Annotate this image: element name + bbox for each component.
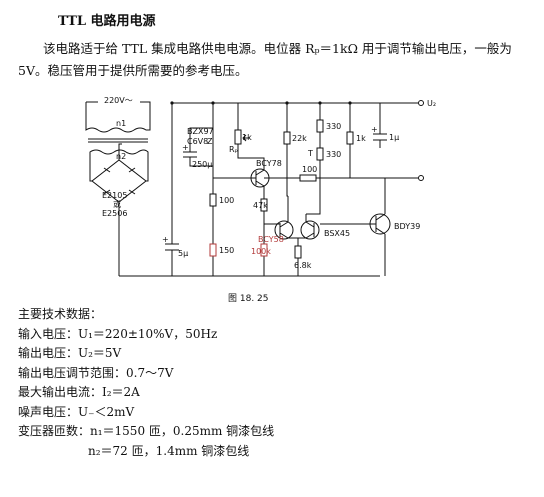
cap-1u-value: 1μ	[389, 133, 399, 142]
resistor-1k	[346, 131, 354, 145]
transformer-primary	[85, 115, 151, 133]
resistor-47k	[260, 198, 268, 212]
spec-max-current: 最大输出电流：I₂＝2A	[18, 385, 140, 399]
zener-part: BZX97	[187, 127, 214, 136]
output-terminal-top	[418, 100, 424, 106]
resistor-100-left	[209, 193, 217, 207]
pot-bottom-wire	[237, 144, 250, 159]
resistor-330-top	[316, 119, 324, 133]
pin-t-label: T	[307, 149, 313, 158]
output-voltage-label: U₂	[427, 99, 436, 108]
resistor-1k-label: 1k	[356, 134, 366, 143]
pot-value: 1k	[242, 133, 252, 142]
resistor-330-bottom-label: 330	[326, 150, 341, 159]
bridge-plus-wire	[118, 143, 122, 160]
transformer-secondary-label: n2	[116, 152, 126, 161]
bcy58-label: BCY58	[258, 235, 284, 244]
circuit-schematic: 220V～ n1 n2 E2105 或 E2506 U₂ + 5μ BZX97 …	[85, 96, 436, 277]
cap-1u-plus: +	[371, 125, 378, 134]
transistor-bsx45	[300, 220, 320, 240]
cap-250u-plus: +	[182, 143, 189, 152]
cap-250u-value: 250μ	[192, 160, 212, 169]
page-title: TTL 电路用电源	[58, 14, 156, 29]
resistor-150	[209, 243, 217, 257]
r22k-wire	[286, 103, 288, 197]
spec-turns-n1: 变压器匝数：n₁＝1550 匝，0.25mm 铜漆包线	[18, 424, 275, 438]
bdy39-leads	[320, 178, 386, 276]
intro-text: 该电路适于给 TTL 集成电路供电电源。电位器 Rₚ＝1kΩ 用于调节输出电压，…	[18, 41, 512, 78]
resistor-22k	[283, 131, 291, 145]
rectifier-alt-part: E2506	[102, 209, 127, 218]
rectifier-alt-word: 或	[113, 199, 121, 209]
resistor-150-label: 150	[219, 246, 234, 255]
transformer-secondary	[89, 149, 149, 161]
resistor-100-sense-label: 100	[302, 165, 317, 174]
resistor-100k-label: 100k	[251, 247, 271, 256]
spec-noise-voltage: 噪声电压：U₋＜2mV	[18, 404, 135, 419]
pot-wiper	[242, 134, 250, 142]
bcy78-label: BCY78	[256, 159, 282, 168]
ac-input-wire-left	[85, 101, 98, 115]
bridge-diode-marks	[103, 167, 136, 195]
resistor-6_8k-label: 6.8k	[294, 261, 312, 270]
specs-section: 主要技术数据： 输入电压：U₁＝220±10%V，50Hz 输出电压：U₂＝5V…	[18, 305, 530, 461]
resistor-100-left-label: 100	[219, 196, 234, 205]
bridge-feed-left	[89, 161, 92, 182]
resistor-6_8k	[294, 245, 302, 259]
junction-dot	[170, 101, 174, 105]
transformer-primary-label: n1	[116, 119, 126, 128]
bsx45-leads	[288, 214, 315, 239]
bdy39-label: BDY39	[394, 222, 420, 231]
pot-name: Rₚ	[229, 145, 238, 154]
spec-output-voltage: 输出电压：U₂＝5V	[18, 346, 122, 360]
bcy58-leads	[264, 196, 289, 239]
resistor-330-bottom	[316, 147, 324, 161]
cap-5u-plus: +	[162, 235, 169, 244]
rectifier-part: E2105	[102, 191, 127, 200]
bridge-feed-right	[146, 161, 149, 182]
resistor-330-top-label: 330	[326, 122, 341, 131]
resistor-100k	[260, 243, 268, 257]
resistor-22k-label: 22k	[292, 134, 307, 143]
spec-adjust-range: 输出电压调节范围：0.7～7V	[18, 365, 174, 380]
ac-input-label: 220V～	[104, 96, 133, 105]
cap-250u-wire	[189, 157, 213, 167]
specs-heading: 主要技术数据：	[18, 307, 103, 321]
zener-type: C6V8	[187, 137, 208, 146]
spec-turns-n2: n₂＝72 匝，1.4mm 铜漆包线	[88, 443, 250, 458]
cap-5u-value: 5μ	[178, 249, 188, 258]
zener-symbol: Z	[207, 137, 213, 146]
bsx45-label: BSX45	[324, 229, 350, 238]
pot-rp	[234, 129, 242, 145]
figure-caption: 图 18. 25	[228, 294, 269, 304]
intro-paragraph: 该电路适于给 TTL 集成电路供电电源。电位器 Rₚ＝1kΩ 用于调节输出电压，…	[18, 38, 530, 82]
resistor-47k-label: 47k	[253, 201, 268, 210]
output-terminal-bottom	[418, 175, 424, 181]
ac-input-wire-right	[140, 101, 151, 115]
resistor-100-sense	[299, 174, 317, 182]
spec-input-voltage: 输入电压：U₁＝220±10%V，50Hz	[18, 326, 218, 341]
